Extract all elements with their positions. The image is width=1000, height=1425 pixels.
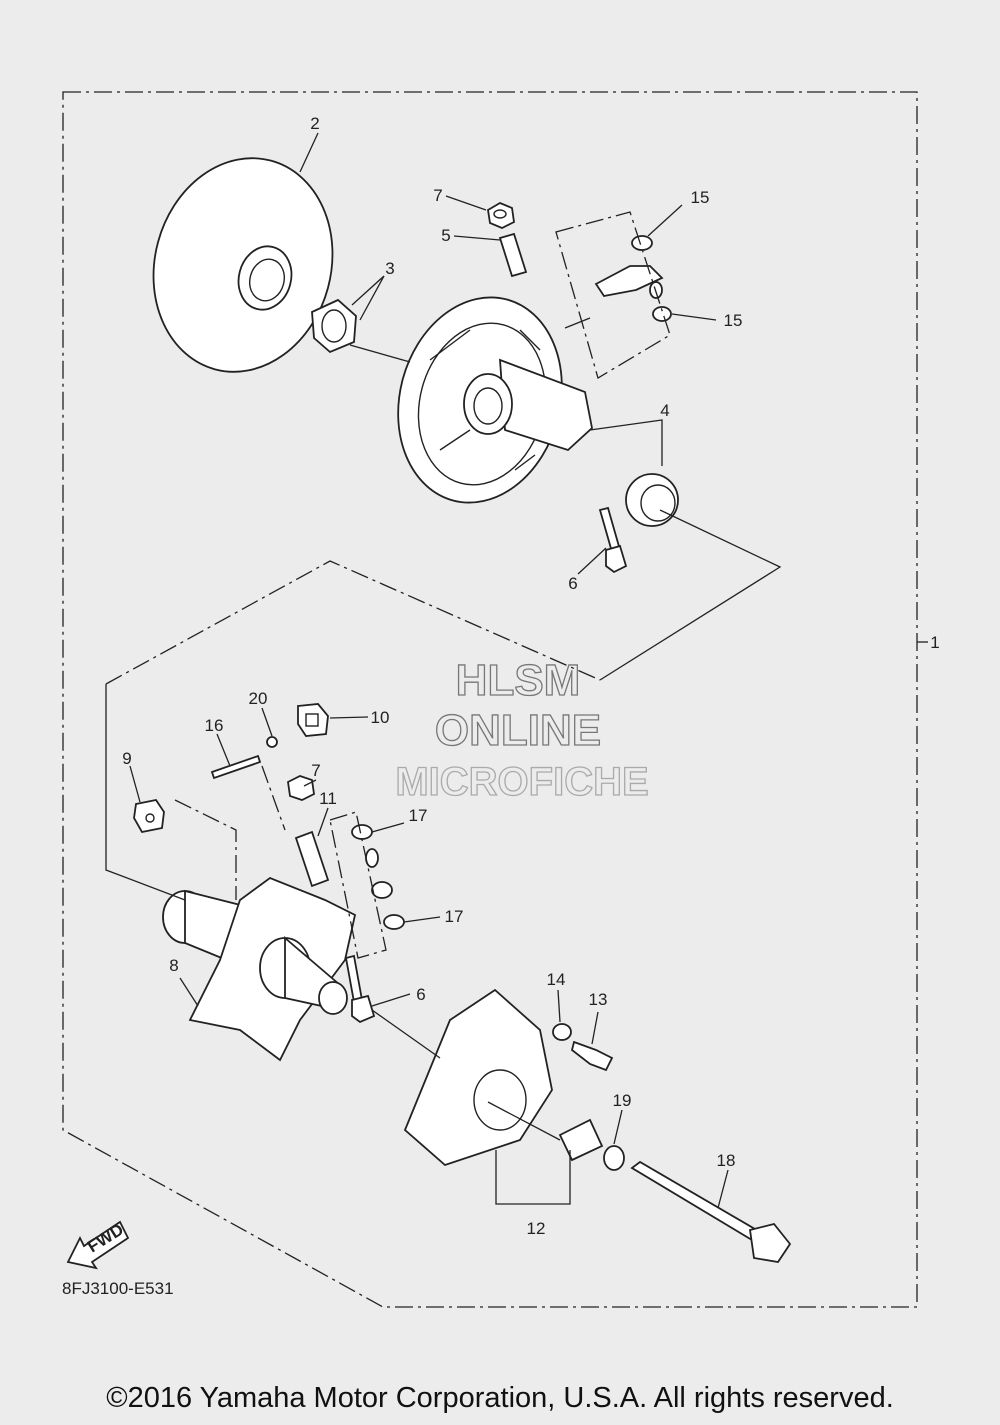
callout-18: 18 — [717, 1151, 736, 1170]
part-6-bolt-lower — [344, 954, 376, 1024]
callout-10: 10 — [371, 708, 390, 727]
callout-11: 11 — [319, 789, 337, 808]
callout-20: 20 — [249, 689, 268, 708]
part-20-o-ring — [266, 736, 278, 748]
part-18-bolt — [630, 1160, 792, 1263]
part-16-pin — [210, 754, 262, 780]
callout-5: 5 — [441, 226, 450, 245]
part-11-collar — [294, 830, 330, 888]
callout-7-top: 7 — [433, 186, 442, 205]
callout-4: 4 — [660, 401, 669, 420]
connector-lines — [105, 211, 782, 1141]
callout-17-lower: 17 — [445, 907, 464, 926]
callout-8: 8 — [169, 956, 178, 975]
callout-3: 3 — [385, 259, 394, 278]
part-14-washer — [552, 1023, 572, 1041]
callout-7-lower: 7 — [311, 761, 320, 780]
part-5-pin — [498, 232, 528, 278]
callout-2: 2 — [310, 114, 319, 133]
assembly-frame — [62, 91, 918, 1308]
part-4-ring — [625, 473, 679, 527]
callout-13: 13 — [589, 990, 608, 1009]
leader-lines — [129, 132, 729, 1209]
copyright-notice: ©2016 Yamaha Motor Corporation, U.S.A. A… — [106, 1382, 894, 1414]
fwd-arrow-icon: FWD — [66, 1220, 130, 1270]
callout-15-top: 15 — [691, 188, 710, 207]
part-6-bolt-top — [598, 506, 628, 574]
callout-16: 16 — [205, 716, 224, 735]
part-15-group — [594, 235, 672, 322]
drawing-code: 8FJ3100-E531 — [62, 1279, 174, 1298]
callout-15-lower: 15 — [724, 311, 743, 330]
callout-labels: 1 2 3 4 5 6 6 7 7 8 9 10 11 12 13 14 15 … — [122, 114, 939, 1238]
callout-14: 14 — [547, 970, 566, 989]
part-12-cover — [403, 988, 604, 1167]
part-2-fixed-sheave — [152, 157, 334, 373]
callout-6-top: 6 — [568, 574, 577, 593]
part-10-slider — [297, 703, 329, 737]
callout-9: 9 — [122, 749, 131, 768]
watermark-line3: MICROFICHE — [395, 760, 648, 804]
part-8-spider — [162, 876, 357, 1062]
callout-17-top: 17 — [409, 806, 428, 825]
callout-1: 1 — [930, 633, 939, 652]
watermark-line1: HLSM — [456, 656, 581, 705]
callout-12: 12 — [527, 1219, 546, 1238]
part-7-nut-lower — [287, 775, 315, 801]
part-13-bolt — [570, 1040, 614, 1072]
part-19-washer — [603, 1145, 625, 1171]
part-9-slider — [133, 798, 165, 834]
parts-diagram: HLSM ONLINE MICROFICHE — [62, 91, 940, 1308]
part-3-bushing — [311, 298, 357, 354]
watermark: HLSM ONLINE MICROFICHE — [395, 655, 650, 804]
part-4-movable-sheave — [397, 296, 593, 504]
callout-6-lower: 6 — [416, 985, 425, 1004]
watermark-line2: ONLINE — [435, 706, 601, 755]
part-7-nut-top — [487, 201, 515, 229]
callout-19: 19 — [613, 1091, 632, 1110]
